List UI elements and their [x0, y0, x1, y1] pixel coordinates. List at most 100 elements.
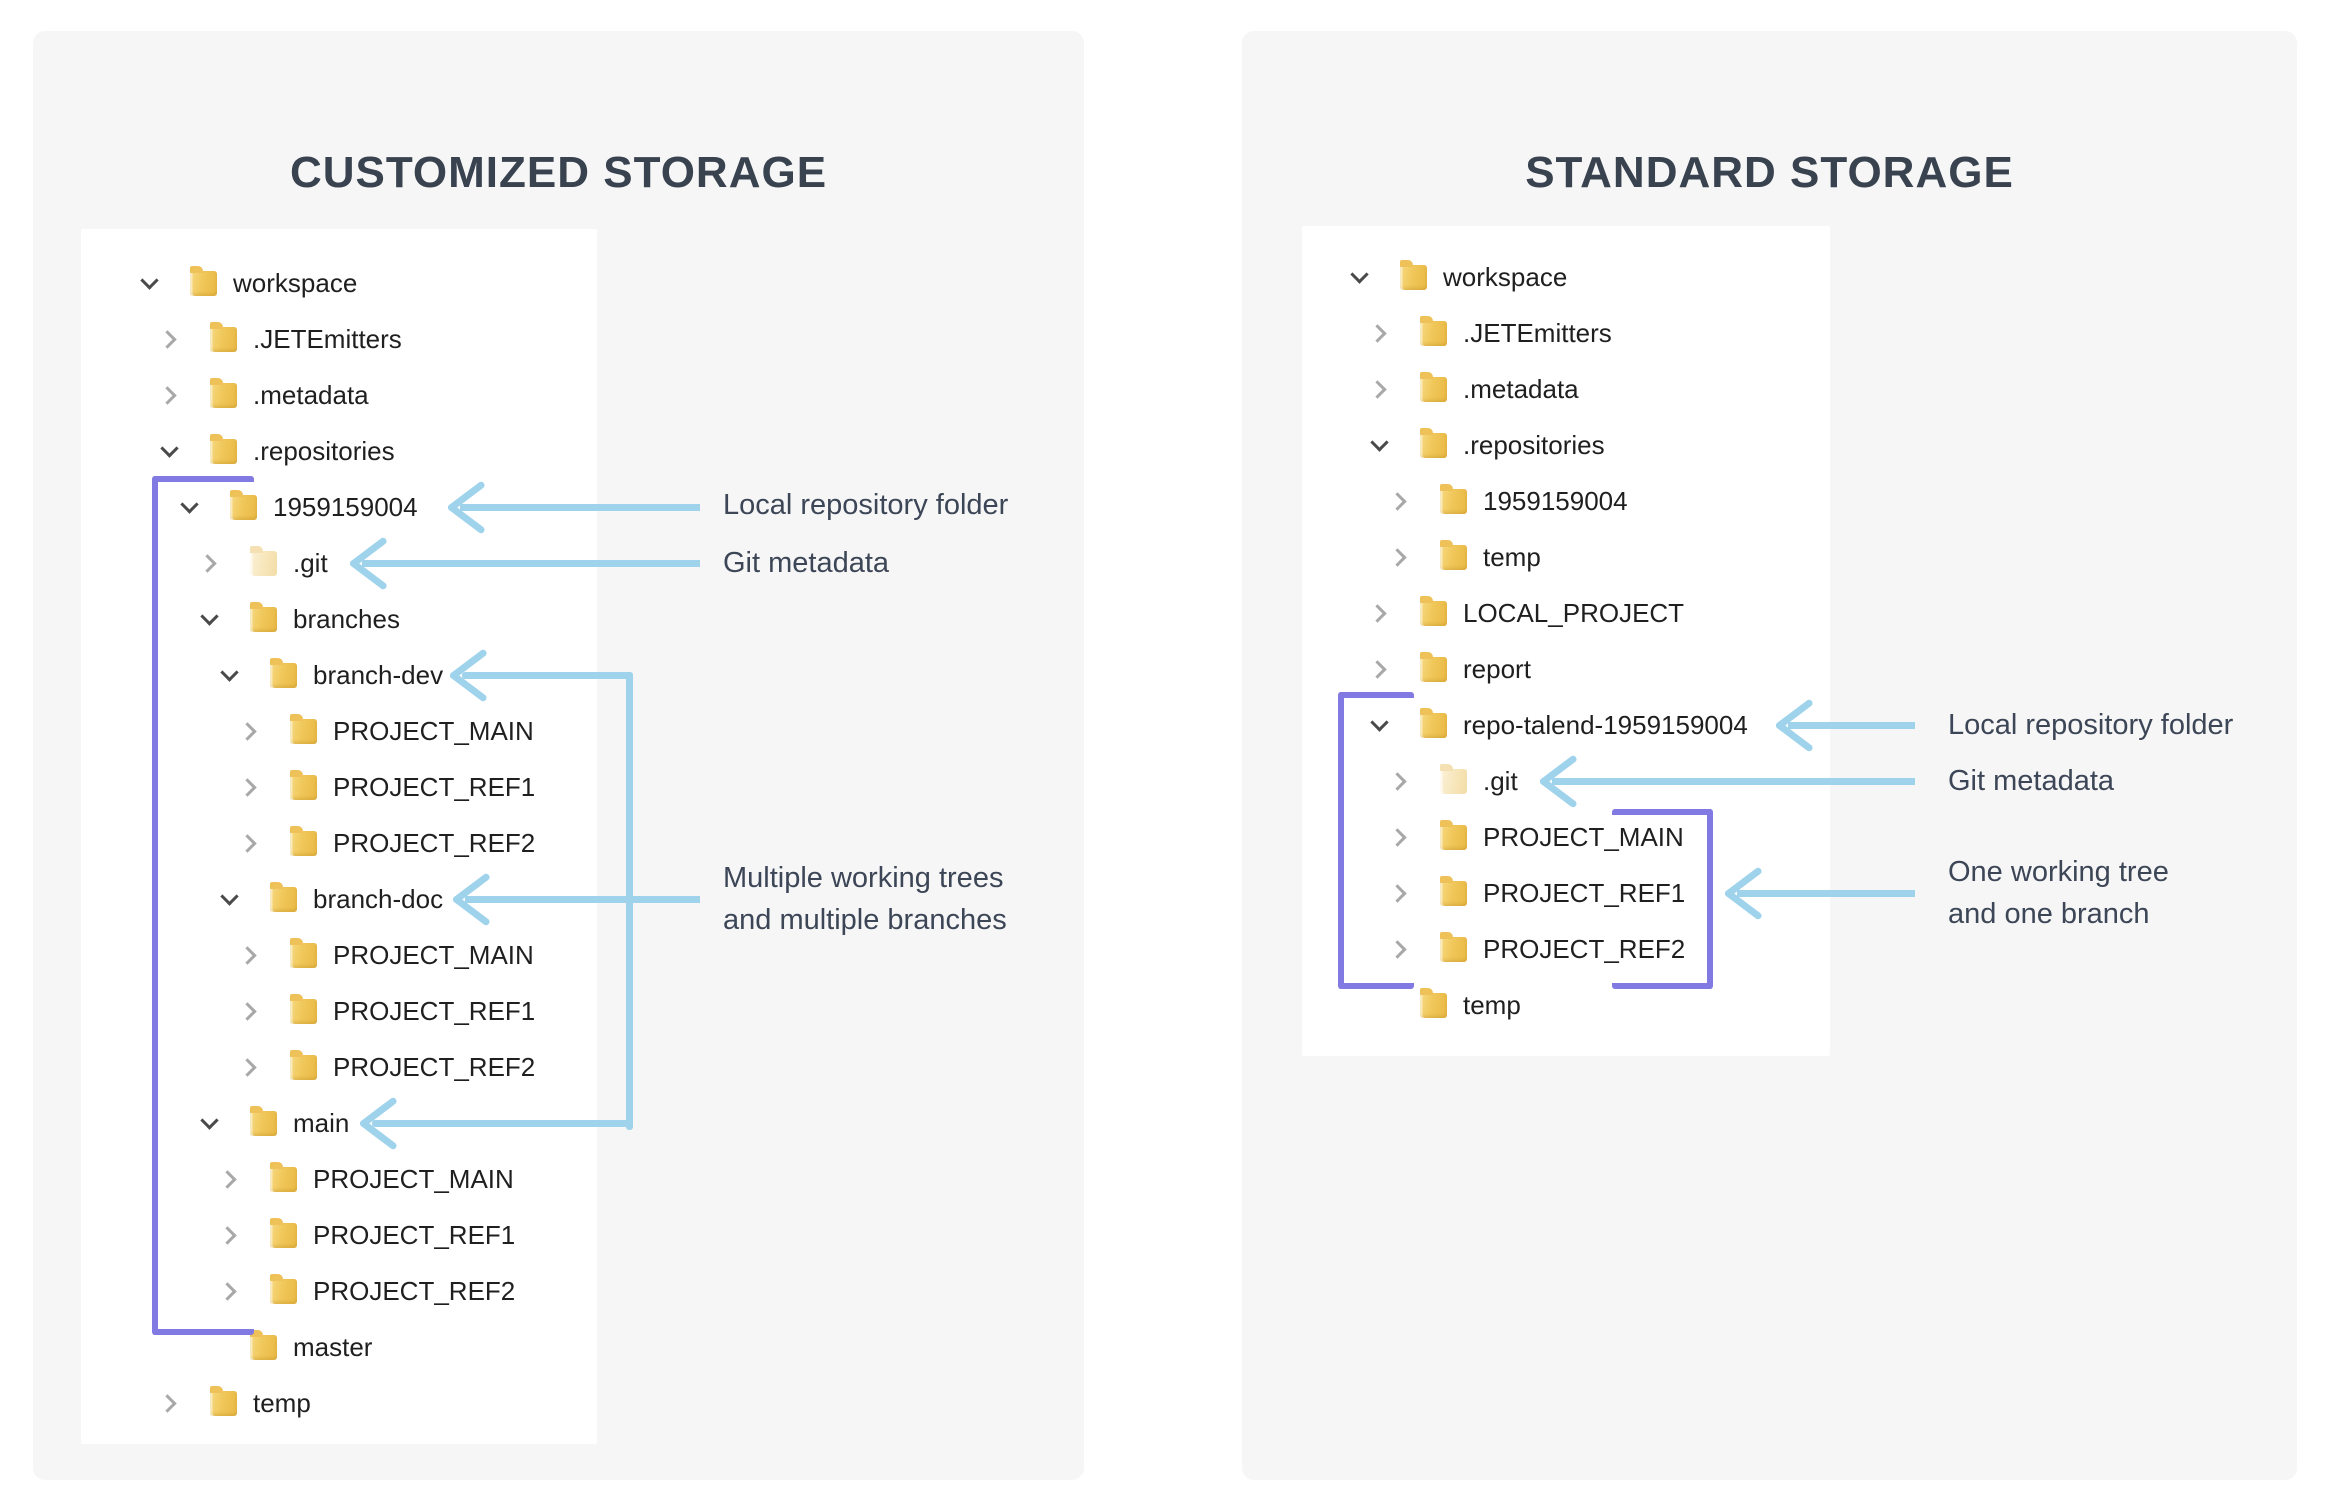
tree-row[interactable]: workspace	[81, 255, 597, 311]
folder-label: PROJECT_REF2	[313, 1275, 516, 1306]
chevron-right-icon[interactable]	[159, 384, 181, 406]
chevron-right-icon[interactable]	[1389, 546, 1411, 568]
folder-icon	[210, 433, 237, 464]
chevron-right-icon[interactable]	[159, 1392, 181, 1414]
tree-row[interactable]: branch-dev	[81, 647, 597, 703]
folder-label: .metadata	[253, 379, 369, 410]
tree-row[interactable]: branch-doc	[81, 871, 597, 927]
tree-row[interactable]: LOCAL_PROJECT	[1302, 585, 1830, 641]
folder-icon	[270, 657, 297, 688]
tree-row[interactable]: PROJECT_REF2	[81, 815, 597, 871]
tree-row[interactable]: main	[81, 1095, 597, 1151]
tree-row[interactable]: PROJECT_REF2	[81, 1263, 597, 1319]
folder-icon	[1420, 707, 1447, 738]
folder-icon	[290, 937, 317, 968]
folder-label: master	[293, 1331, 373, 1362]
folder-label: temp	[1483, 541, 1541, 572]
folder-icon	[1440, 875, 1467, 906]
working-trees-connector-top	[462, 672, 633, 679]
tree-row[interactable]: PROJECT_REF2	[81, 1039, 597, 1095]
chevron-right-icon[interactable]	[1369, 322, 1391, 344]
tree-row[interactable]: .repositories	[81, 423, 597, 479]
chevron-down-icon[interactable]	[159, 440, 181, 462]
tree-row[interactable]: workspace	[1302, 249, 1830, 305]
folder-icon	[1420, 651, 1447, 682]
folder-label: .repositories	[253, 435, 395, 466]
annotation-multiple-working-trees: Multiple working trees and multiple bran…	[723, 862, 1007, 936]
tree-row[interactable]: PROJECT_REF1	[81, 1207, 597, 1263]
standard-folder-tree: workspace .JETEmitters .metadata .reposi…	[1302, 226, 1830, 1056]
folder-icon	[1420, 987, 1447, 1018]
tree-row[interactable]: temp	[1302, 977, 1830, 1033]
folder-icon	[270, 881, 297, 912]
tree-row[interactable]: .JETEmitters	[1302, 305, 1830, 361]
folder-icon	[290, 993, 317, 1024]
tree-row[interactable]: repo-talend-1959159004	[1302, 697, 1830, 753]
folder-icon	[1440, 763, 1467, 794]
annotation-local-repository-folder: Local repository folder	[1948, 709, 2234, 741]
chevron-right-icon[interactable]	[1369, 602, 1391, 624]
chevron-down-icon[interactable]	[139, 272, 161, 294]
working-tree-scope-bracket	[1612, 809, 1713, 989]
tree-row[interactable]: PROJECT_REF1	[1302, 865, 1830, 921]
tree-row[interactable]: branches	[81, 591, 597, 647]
folder-label: report	[1463, 653, 1531, 684]
folder-icon	[250, 601, 277, 632]
folder-icon	[230, 489, 257, 520]
chevron-right-icon[interactable]	[1389, 490, 1411, 512]
folder-label: temp	[1463, 989, 1521, 1020]
chevron-right-icon[interactable]	[1369, 658, 1391, 680]
folder-icon	[290, 1049, 317, 1080]
folder-label: .JETEmitters	[1463, 317, 1612, 348]
chevron-right-icon[interactable]	[159, 328, 181, 350]
folder-label: PROJECT_REF2	[1483, 933, 1686, 964]
tree-row[interactable]: .git	[1302, 753, 1830, 809]
tree-row[interactable]: .metadata	[1302, 361, 1830, 417]
annotation-git-metadata: Git metadata	[1948, 765, 2115, 797]
tree-row[interactable]: .JETEmitters	[81, 311, 597, 367]
page-title: CUSTOMIZED STORAGE	[289, 148, 828, 198]
tree-row[interactable]: PROJECT_MAIN	[81, 927, 597, 983]
folder-icon	[1440, 819, 1467, 850]
tree-row[interactable]: PROJECT_MAIN	[1302, 809, 1830, 865]
folder-label: .repositories	[1463, 429, 1605, 460]
folder-label: PROJECT_REF2	[333, 827, 536, 858]
tree-row[interactable]: PROJECT_MAIN	[81, 1151, 597, 1207]
folder-label: PROJECT_REF1	[333, 995, 536, 1026]
chevron-down-icon[interactable]	[1369, 434, 1391, 456]
folder-icon	[250, 1329, 277, 1360]
tree-row[interactable]: report	[1302, 641, 1830, 697]
folder-icon	[290, 825, 317, 856]
tree-row[interactable]: temp	[1302, 529, 1830, 585]
folder-icon	[1440, 483, 1467, 514]
chevron-down-icon[interactable]	[1349, 266, 1371, 288]
repository-scope-bracket	[1338, 692, 1414, 989]
tree-row[interactable]: master	[81, 1319, 597, 1375]
folder-icon	[1440, 539, 1467, 570]
folder-icon	[210, 377, 237, 408]
tree-row[interactable]: PROJECT_MAIN	[81, 703, 597, 759]
folder-icon	[190, 265, 217, 296]
tree-row[interactable]: temp	[81, 1375, 597, 1431]
tree-row[interactable]: .metadata	[81, 367, 597, 423]
folder-label: PROJECT_MAIN	[333, 715, 534, 746]
chevron-placeholder	[199, 1336, 221, 1358]
customized-folder-tree: workspace .JETEmitters .metadata .reposi…	[81, 229, 597, 1444]
tree-row[interactable]: .git	[81, 535, 597, 591]
folder-icon	[270, 1273, 297, 1304]
folder-label: .metadata	[1463, 373, 1579, 404]
folder-label: PROJECT_MAIN	[333, 939, 534, 970]
tree-row[interactable]: PROJECT_REF1	[81, 759, 597, 815]
folder-label: workspace	[233, 267, 358, 298]
tree-row[interactable]: .repositories	[1302, 417, 1830, 473]
tree-row[interactable]: PROJECT_REF1	[81, 983, 597, 1039]
chevron-right-icon[interactable]	[1369, 378, 1391, 400]
tree-row[interactable]: 1959159004	[81, 479, 597, 535]
chevron-placeholder	[1369, 994, 1391, 1016]
folder-label: .git	[293, 547, 328, 578]
folder-label: PROJECT_REF1	[333, 771, 536, 802]
tree-row[interactable]: PROJECT_REF2	[1302, 921, 1830, 977]
folder-icon	[210, 321, 237, 352]
tree-row[interactable]: 1959159004	[1302, 473, 1830, 529]
